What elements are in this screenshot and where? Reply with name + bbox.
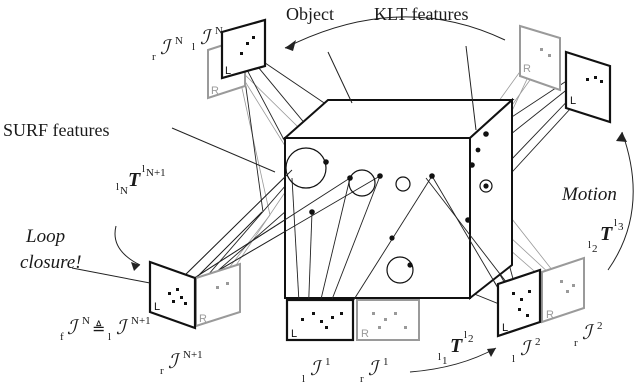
- svg-text:r: r: [160, 365, 164, 377]
- svg-text:l: l: [512, 353, 515, 365]
- frame-top-right-left: L: [564, 50, 612, 124]
- svg-text:N+1: N+1: [146, 167, 166, 179]
- arrow-left: [114, 225, 141, 266]
- svg-text:T: T: [128, 169, 141, 191]
- svg-text:ℐ: ℐ: [160, 37, 173, 59]
- svg-text:≜: ≜: [92, 320, 105, 338]
- svg-text:L: L: [570, 95, 576, 107]
- svg-text:L: L: [225, 65, 231, 77]
- frame-bottom-left: L: [285, 298, 355, 342]
- svg-text:2: 2: [597, 320, 603, 332]
- svg-text:N+1: N+1: [183, 349, 203, 361]
- klt-features-label: KLT features: [374, 4, 468, 24]
- math-bottom-left: f ℐ N ≜ l ℐ N+1 r ℐ N+1: [60, 315, 203, 377]
- pointer-object: [327, 51, 353, 104]
- pointer-surf: [171, 127, 276, 173]
- motion-label: Motion: [561, 184, 617, 205]
- object-label: Object: [286, 4, 334, 24]
- math-bottom: l ℐ 1 r ℐ 1: [302, 356, 389, 385]
- svg-text:l: l: [438, 351, 441, 363]
- svg-text:T: T: [450, 335, 463, 357]
- svg-text:l: l: [588, 239, 591, 251]
- svg-text:ℐ: ℐ: [310, 358, 323, 380]
- pointer-klt: [465, 45, 477, 131]
- svg-text:l: l: [142, 163, 145, 175]
- svg-text:R: R: [546, 309, 554, 321]
- arrow-heads: [131, 40, 627, 357]
- surf-features-label: SURF features: [3, 120, 110, 140]
- svg-text:r: r: [152, 51, 156, 63]
- arrow-top: [284, 16, 506, 49]
- frame-loop-right: R: [195, 262, 241, 328]
- svg-text:N: N: [215, 25, 223, 37]
- svg-text:R: R: [361, 328, 369, 340]
- svg-text:l: l: [108, 331, 111, 343]
- svg-text:f: f: [60, 331, 64, 343]
- svg-text:ℐ: ℐ: [116, 317, 129, 339]
- arrow-right: [607, 131, 634, 271]
- feature-points: [309, 131, 489, 268]
- svg-text:r: r: [360, 373, 364, 385]
- svg-text:ℐ: ℐ: [200, 27, 213, 49]
- svg-text:l: l: [614, 217, 617, 229]
- frame-bottom-right: R: [356, 299, 420, 341]
- svg-text:l: l: [302, 373, 305, 385]
- svg-text:ℐ: ℐ: [168, 351, 181, 373]
- math-left: l N T l N+1: [116, 163, 166, 197]
- svg-text:ℐ: ℐ: [582, 322, 595, 344]
- pointer-lines: [71, 45, 477, 284]
- svg-text:N: N: [82, 315, 90, 327]
- svg-text:1: 1: [325, 356, 331, 368]
- svg-text:r: r: [574, 337, 578, 349]
- svg-text:N: N: [120, 185, 128, 197]
- svg-text:R: R: [199, 313, 207, 325]
- svg-text:2: 2: [592, 243, 598, 255]
- pointer-loop: [71, 267, 151, 284]
- svg-text:L: L: [502, 322, 508, 334]
- svg-text:1: 1: [383, 356, 389, 368]
- svg-text:2: 2: [535, 336, 541, 348]
- frame-top-right-right: R: [519, 24, 561, 92]
- svg-text:N: N: [175, 35, 183, 47]
- svg-text:L: L: [291, 328, 297, 340]
- svg-text:l: l: [116, 181, 119, 193]
- svg-text:l: l: [192, 41, 195, 53]
- math-right: l 2 T l 3: [588, 217, 624, 255]
- svg-text:L: L: [154, 301, 160, 313]
- loop-label: Loop: [25, 226, 65, 247]
- object-box: [282, 97, 515, 301]
- svg-text:3: 3: [618, 221, 624, 233]
- svg-text:N+1: N+1: [131, 315, 151, 327]
- svg-text:T: T: [600, 223, 613, 245]
- svg-text:l: l: [464, 329, 467, 341]
- frame-loop-left: L: [148, 260, 197, 330]
- frame-bottom-right-right: R: [541, 256, 585, 324]
- svg-text:2: 2: [468, 333, 474, 345]
- surf-feature-circles: [285, 147, 493, 284]
- closure-label: closure!: [20, 252, 82, 273]
- svg-text:ℐ: ℐ: [368, 358, 381, 380]
- math-bottom-arrow: l 1 T l 2: [438, 329, 474, 367]
- svg-text:1: 1: [442, 355, 448, 367]
- frame-bottom-right-left: L: [496, 268, 542, 338]
- svg-text:ℐ: ℐ: [67, 317, 80, 339]
- svg-text:ℐ: ℐ: [520, 338, 533, 360]
- svg-text:R: R: [523, 63, 531, 75]
- frame-top-left-left: L: [220, 18, 267, 80]
- svg-text:R: R: [211, 85, 219, 97]
